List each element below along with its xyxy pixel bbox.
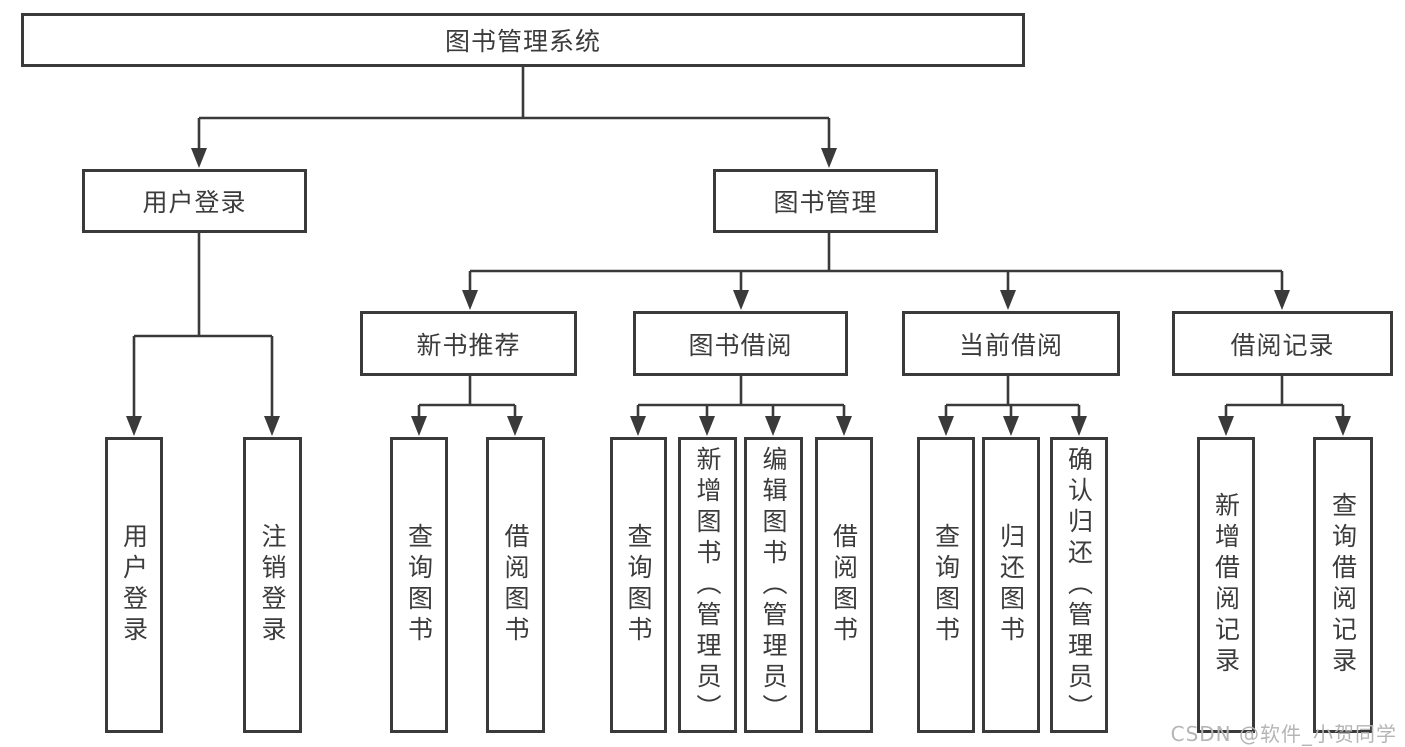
leaf-query-borrow-record: 查询借阅记录	[1313, 437, 1373, 733]
leaf-query-books-current-label: 查询图书	[931, 523, 961, 647]
node-book-management-label: 图书管理	[773, 188, 878, 217]
leaf-borrow-books-recommend-label: 借阅图书	[501, 523, 530, 647]
leaf-confirm-return-admin-label: 确认归还（管理员）	[1064, 445, 1094, 725]
leaf-borrow-books: 借阅图书	[815, 437, 873, 733]
leaf-user-login: 用户登录	[105, 437, 163, 733]
connector-user-login-to-leaves	[132, 233, 274, 418]
node-root-label: 图书管理系统	[444, 27, 601, 56]
leaf-query-books-borrow-label: 查询图书	[624, 523, 653, 647]
node-new-book-recommendation: 新书推荐	[360, 311, 577, 376]
node-new-book-recommendation-label: 新书推荐	[416, 330, 521, 360]
leaf-logout: 注销登录	[243, 437, 302, 733]
leaf-confirm-return-admin: 确认归还（管理员）	[1050, 437, 1108, 733]
leaf-borrow-books-recommend: 借阅图书	[486, 437, 545, 733]
node-user-login-label: 用户登录	[142, 188, 247, 217]
node-book-borrowing-label: 图书借阅	[688, 330, 793, 360]
leaf-add-borrow-record: 新增借阅记录	[1197, 437, 1255, 733]
connector-root-to-branches	[197, 66, 831, 150]
leaf-add-borrow-record-label: 新增借阅记录	[1211, 492, 1241, 678]
leaf-user-login-label: 用户登录	[119, 523, 149, 647]
leaf-logout-label: 注销登录	[258, 523, 287, 647]
node-book-management: 图书管理	[713, 169, 938, 233]
node-borrowing-records-label: 借阅记录	[1230, 330, 1335, 360]
node-book-borrowing: 图书借阅	[633, 311, 848, 376]
csdn-watermark: CSDN @软件_小贺同学	[1170, 722, 1397, 746]
connector-new-book-to-leaves	[417, 376, 517, 418]
leaf-add-books-admin: 新增图书（管理员）	[678, 437, 737, 733]
leaf-query-books-borrow: 查询图书	[610, 437, 667, 733]
leaf-edit-books-admin-label: 编辑图书（管理员）	[759, 445, 788, 725]
node-user-login: 用户登录	[82, 169, 307, 233]
node-current-borrowing: 当前借阅	[902, 311, 1120, 376]
leaf-add-books-admin-label: 新增图书（管理员）	[693, 445, 722, 725]
leaf-borrow-books-label: 借阅图书	[829, 523, 859, 647]
node-borrowing-records: 借阅记录	[1172, 311, 1393, 376]
leaf-query-borrow-record-label: 查询借阅记录	[1328, 492, 1358, 678]
leaf-query-books-recommend-label: 查询图书	[404, 523, 434, 647]
connector-book-mgmt-to-sections	[468, 233, 1284, 292]
arrowheads	[126, 148, 1351, 436]
node-current-borrowing-label: 当前借阅	[958, 330, 1063, 360]
leaf-edit-books-admin: 编辑图书（管理员）	[744, 437, 803, 733]
leaf-return-books: 归还图书	[982, 437, 1040, 733]
leaf-query-books-recommend: 查询图书	[390, 437, 448, 733]
leaf-return-books-label: 归还图书	[996, 523, 1026, 647]
connector-current-to-leaves	[944, 376, 1081, 418]
connector-records-to-leaves	[1224, 376, 1345, 418]
connector-borrow-to-leaves	[636, 376, 846, 418]
node-root-system: 图书管理系统	[21, 13, 1025, 67]
leaf-query-books-current: 查询图书	[917, 437, 975, 733]
